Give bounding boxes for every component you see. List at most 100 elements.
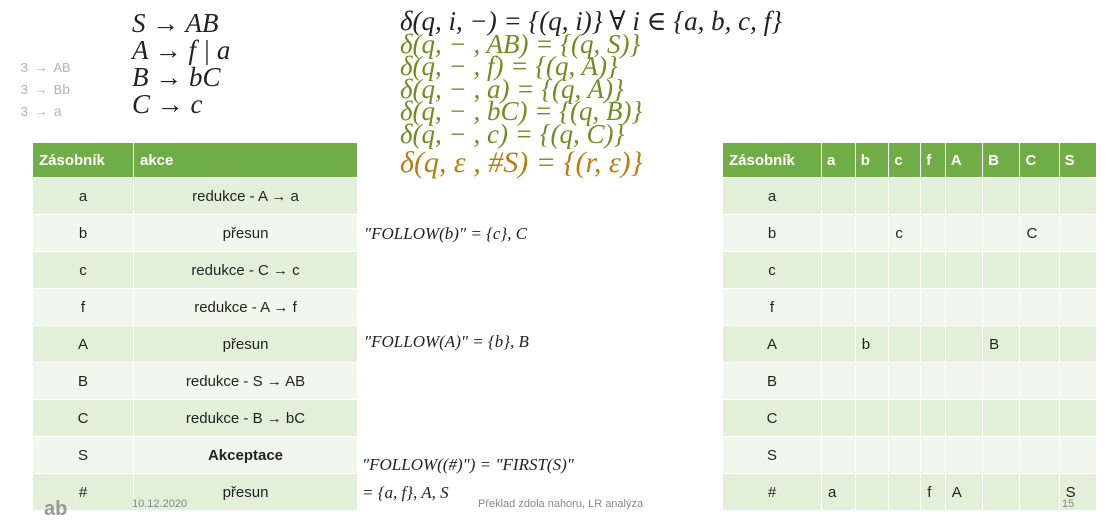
table-cell (1058, 399, 1098, 437)
transition-shift: δ(q, i, −) = {(q, i)} ∀ i ∈ {a, b, c, f} (400, 6, 782, 36)
table-cell (944, 399, 984, 437)
grammar-rule: A → f | a (132, 35, 231, 65)
table-row: S (722, 436, 1098, 474)
stack-cell: C (722, 399, 822, 437)
stack-cell: S (722, 436, 822, 474)
table-cell (1019, 436, 1060, 474)
table-cell (854, 362, 890, 400)
faint-rule: 3 → AB (20, 61, 71, 77)
column-header: B (982, 142, 1021, 178)
table-row: C (722, 399, 1098, 437)
table-cell (920, 288, 946, 326)
column-header: a (821, 142, 856, 178)
action-cell: Akceptace (133, 436, 358, 474)
stack-cell: A (32, 325, 134, 363)
table-cell (888, 473, 922, 511)
table-cell (854, 251, 890, 289)
grammar-rule: B → bC (132, 62, 221, 92)
table-cell (920, 436, 946, 474)
table-cell (920, 399, 946, 437)
table-cell (1058, 288, 1098, 326)
footer-date: 10.12.2020 (132, 498, 188, 510)
table-cell (920, 177, 946, 215)
table-cell (888, 177, 922, 215)
table-cell (944, 362, 984, 400)
table-cell (821, 288, 856, 326)
table-cell: S (1058, 473, 1098, 511)
table-cell: f (920, 473, 946, 511)
column-header: C (1019, 142, 1060, 178)
action-cell: přesun (133, 473, 358, 511)
page-number: 15 (1062, 498, 1075, 510)
faint-rules: 3 → AB 3 → Bb 3 → a (20, 58, 70, 124)
table-cell (821, 251, 856, 289)
table-cell (888, 325, 922, 363)
table-cell: B (982, 325, 1021, 363)
table-cell: c (888, 214, 922, 252)
table-cell (944, 325, 984, 363)
table-cell (854, 214, 890, 252)
table-cell (888, 436, 922, 474)
follow-hash-line2: = {a, f}, A, S (362, 483, 449, 502)
stack-cell: S (32, 436, 134, 474)
table-row: #přesun (32, 473, 358, 511)
table-cell (920, 251, 946, 289)
corner-text: ab (44, 498, 68, 520)
stack-cell: B (722, 362, 822, 400)
table-cell (1058, 251, 1098, 289)
table-cell (888, 399, 922, 437)
table-cell (944, 251, 984, 289)
column-header: f (920, 142, 946, 178)
grammar-rules: S → AB A → f | a B → bC C → c (132, 10, 230, 118)
table-cell (821, 362, 856, 400)
table-header-row: Zásobník akce (32, 142, 358, 178)
column-header: A (944, 142, 984, 178)
column-header: c (888, 142, 922, 178)
stack-cell: b (32, 214, 134, 252)
transition-reduce-bc: δ(q, − , bC) = {(q, B)} (400, 96, 643, 126)
table-row: a (722, 177, 1098, 215)
transition-reduce-a: δ(q, − , a) = {(q, A)} (400, 73, 624, 104)
table-cell (944, 214, 984, 252)
column-header: S (1058, 142, 1098, 178)
table-cell (821, 399, 856, 437)
action-cell: přesun (133, 325, 358, 363)
transition-reduce-ab: δ(q, − , AB) = {(q, S)} (400, 28, 641, 59)
transition-reduce-c: δ(q, − , c) = {(q, C)} (400, 118, 625, 149)
table-cell (982, 214, 1021, 252)
table-cell (982, 436, 1021, 474)
table-cell (1058, 325, 1098, 363)
table-cell (854, 473, 890, 511)
stack-cell: a (722, 177, 822, 215)
table-cell (982, 473, 1021, 511)
action-cell: redukce - S → AB (133, 362, 358, 400)
table-cell (982, 288, 1021, 326)
action-cell: redukce - A → a (133, 177, 358, 215)
table-cell (1019, 251, 1060, 289)
table-cell (1058, 362, 1098, 400)
table-cell (1019, 177, 1060, 215)
transition-functions: δ(q, i, −) = {(q, i)} ∀ i ∈ {a, b, c, f}… (400, 6, 782, 181)
faint-rule: 3 → Bb (20, 83, 71, 99)
stack-cell: A (722, 325, 822, 363)
action-cell: redukce - A → f (133, 288, 358, 326)
table-row: f (722, 288, 1098, 326)
table-cell (1058, 436, 1098, 474)
column-header: Zásobník (32, 142, 134, 178)
table-cell (920, 325, 946, 363)
table-cell (854, 436, 890, 474)
table-cell (920, 362, 946, 400)
follow-b: "FOLLOW(b)" = {c}, C (364, 224, 528, 243)
table-cell (1019, 399, 1060, 437)
column-header: akce (133, 142, 358, 178)
